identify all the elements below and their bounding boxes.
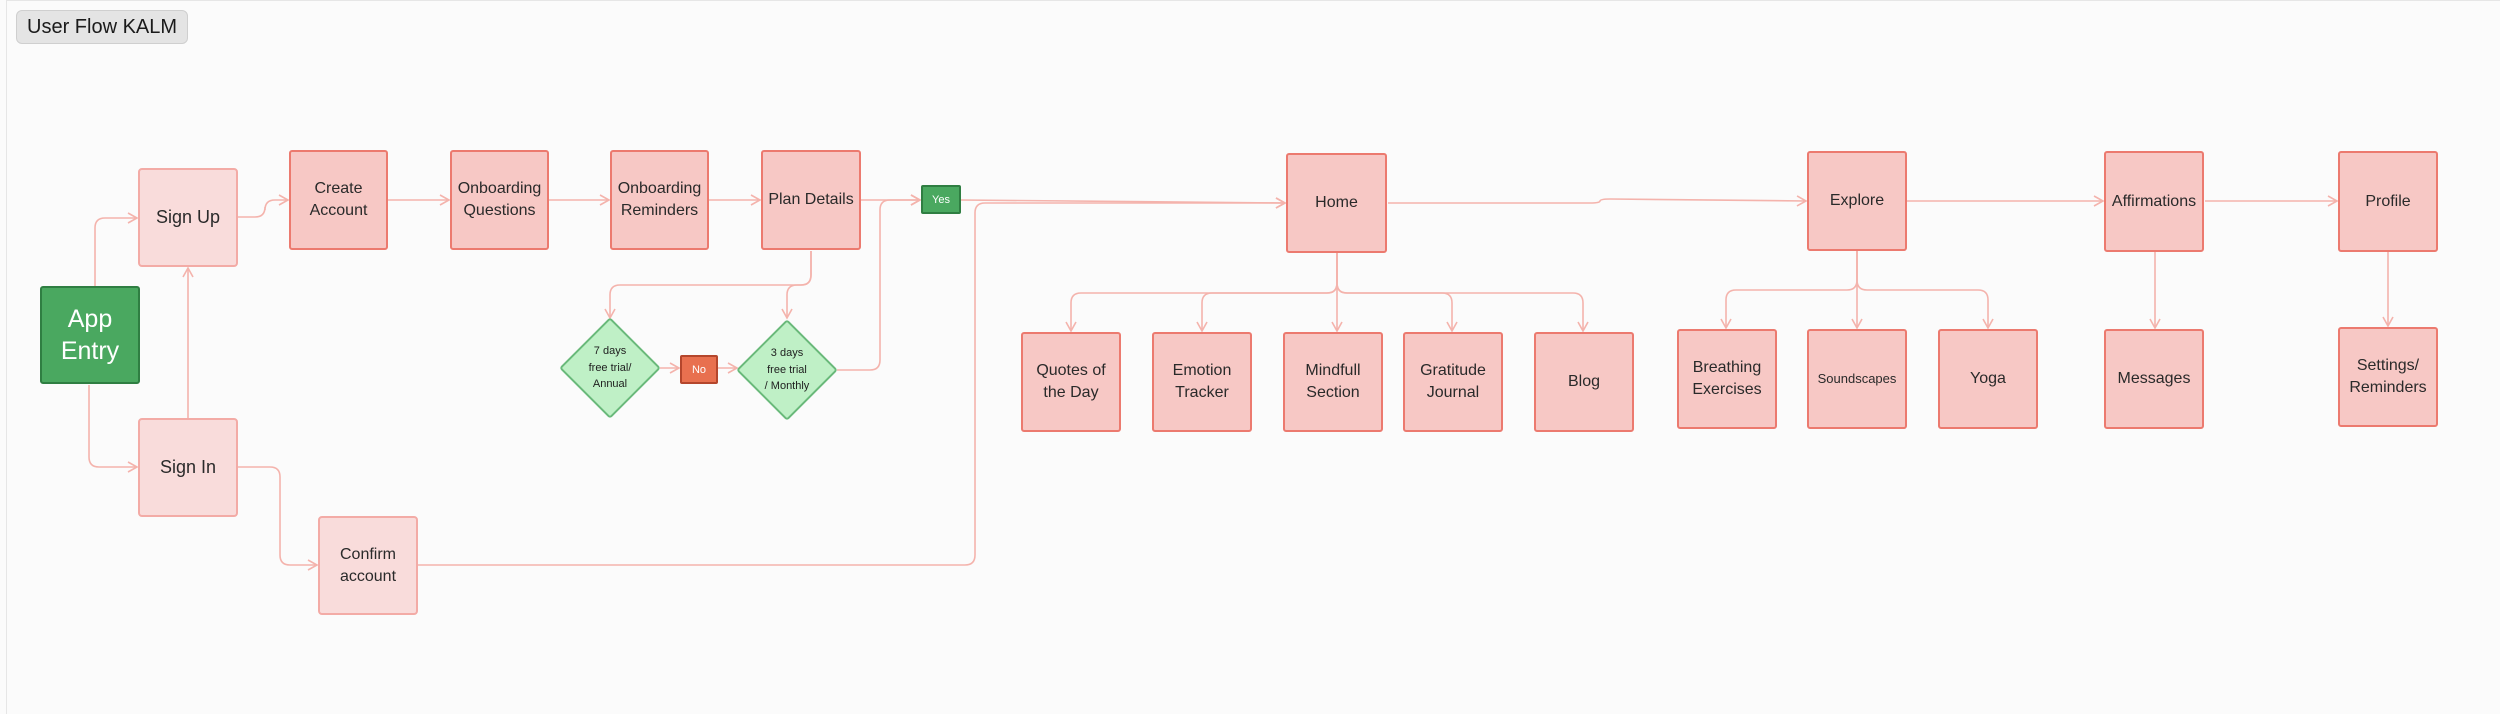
yoga-node[interactable]: Yoga	[1938, 329, 2038, 429]
board-title: User Flow KALM	[16, 10, 189, 44]
trial-monthly-decision[interactable]: 3 days free trial / Monthly	[736, 319, 838, 421]
profile-node[interactable]: Profile	[2338, 151, 2438, 252]
gratitude-journal-node[interactable]: Gratitude Journal	[1403, 332, 1503, 432]
connector-plan-monthly	[781, 251, 812, 320]
home-node[interactable]: Home	[1286, 153, 1387, 253]
blog-node[interactable]: Blog	[1534, 332, 1634, 432]
quotes-of-the-day-node[interactable]: Quotes of the Day	[1021, 332, 1121, 432]
confirm-account-node[interactable]: Confirm account	[318, 516, 418, 615]
create-account-node[interactable]: Create Account	[289, 150, 388, 250]
connector-entry-signin	[88, 385, 139, 473]
sign-in-node[interactable]: Sign In	[138, 418, 238, 517]
onboarding-questions-node[interactable]: Onboarding Questions	[450, 150, 549, 250]
settings-reminders-node[interactable]: Settings/ Reminders	[2338, 327, 2438, 427]
trial-annual-label: 7 days free trial/ Annual	[588, 345, 632, 391]
connector-signin-confirm	[238, 466, 319, 571]
explore-node[interactable]: Explore	[1807, 151, 1907, 251]
yes-tag: Yes	[921, 185, 961, 214]
connector-home-quotes	[1065, 253, 1338, 333]
no-tag: No	[680, 355, 718, 384]
plan-details-node[interactable]: Plan Details	[761, 150, 861, 250]
messages-node[interactable]: Messages	[2104, 329, 2204, 429]
connector-explore-breathing	[1720, 251, 1858, 330]
connector-home-blog	[1336, 253, 1589, 333]
trial-monthly-label: 3 days free trial / Monthly	[764, 347, 810, 393]
trial-annual-decision[interactable]: 7 days free trial/ Annual	[559, 317, 661, 419]
app-entry-node[interactable]: App Entry	[40, 286, 140, 384]
onboarding-reminders-node[interactable]: Onboarding Reminders	[610, 150, 709, 250]
connector-home-emotion	[1196, 253, 1338, 333]
affirmations-node[interactable]: Affirmations	[2104, 151, 2204, 252]
connector-entry-signup	[94, 212, 139, 287]
mindfull-section-node[interactable]: Mindfull Section	[1283, 332, 1383, 432]
connector-home-explore	[1388, 195, 1808, 207]
connector-home-gratitude	[1336, 253, 1458, 333]
connector-confirm-home	[418, 197, 1287, 566]
connector-signup-create	[238, 194, 290, 218]
sign-up-node[interactable]: Sign Up	[138, 168, 238, 267]
emotion-tracker-node[interactable]: Emotion Tracker	[1152, 332, 1252, 432]
breathing-exercises-node[interactable]: Breathing Exercises	[1677, 329, 1777, 429]
connector-plan-annual	[604, 251, 812, 320]
soundscapes-node[interactable]: Soundscapes	[1807, 329, 1907, 429]
frame-border	[6, 0, 2500, 714]
connector-explore-yoga	[1856, 251, 1994, 330]
